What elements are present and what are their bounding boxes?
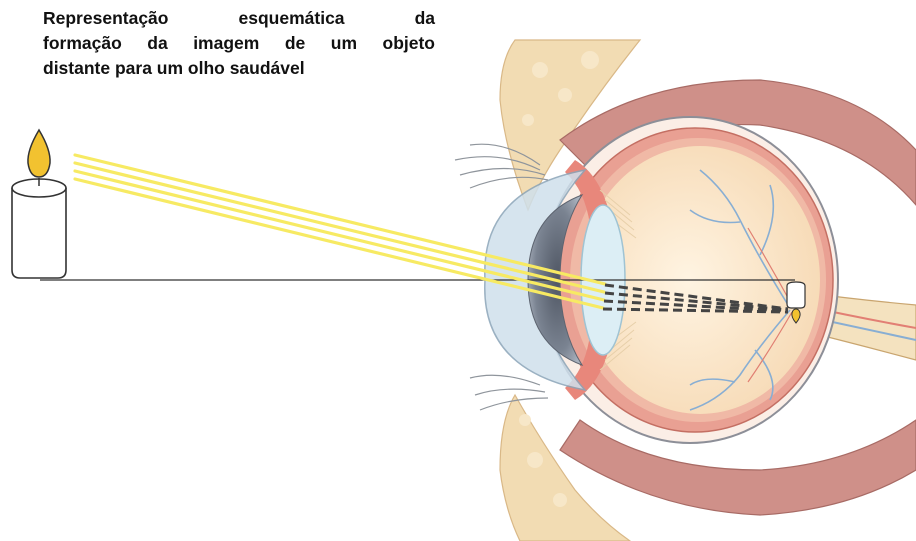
eyelashes-lower [470, 375, 548, 410]
candle-icon [12, 130, 66, 278]
